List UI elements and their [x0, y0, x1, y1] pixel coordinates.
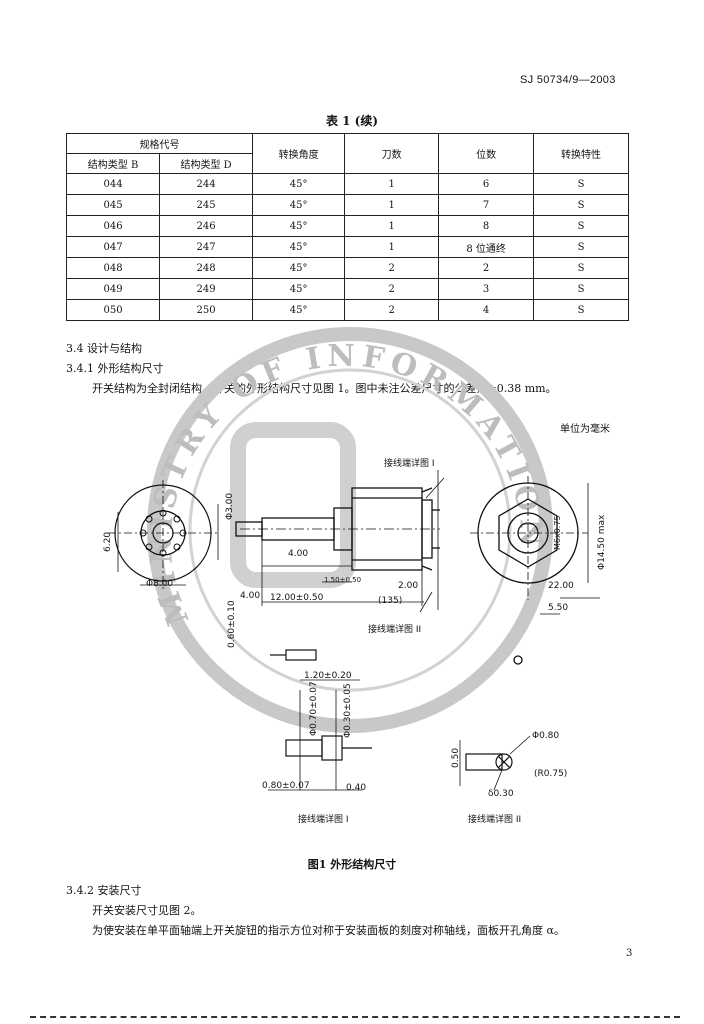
paragraph-3-4-2-b: 为使安装在单平面轴端上开关旋钮的指示方位对称于安装面板的刻度对称轴线，面板开孔角… — [92, 924, 565, 937]
figure-caption: 图1 外形结构尺寸 — [307, 858, 397, 871]
dim-1-50: 1.50±0.50 — [324, 576, 361, 584]
dim-4-00-b: 4.00 — [240, 591, 260, 601]
dim-phi-8: Φ8.00 — [146, 579, 173, 589]
stamp-text: MINISTRY OF INFORMATION INDUSTRY — [0, 0, 542, 630]
label-detail-1-bottom: 接线端详图 I — [298, 813, 349, 825]
table-cell: S — [533, 299, 629, 321]
label-detail-1-top: 接线端详图 I — [384, 457, 435, 469]
section-heading-3-4: 3.4 设计与结构 — [66, 342, 142, 355]
section-heading-3-4-2: 3.4.2 安装尺寸 — [66, 884, 142, 897]
dim-0-50: 0.50 — [451, 748, 461, 768]
dim-phi-14-50: Φ14.50 max — [597, 514, 607, 570]
dim-shaft-diameter: Φ3.00 — [225, 493, 235, 520]
table-cell: 45° — [252, 299, 346, 321]
dim-0-80: 0.80±0.07 — [262, 781, 310, 791]
dim-5-50: 5.50 — [548, 603, 568, 613]
col-header: 转换特性 — [533, 133, 629, 174]
side-view — [217, 470, 445, 613]
scan-edge-line — [30, 1016, 680, 1019]
paragraph-3-4-2-a: 开关安装尺寸见图 2。 — [92, 904, 202, 917]
dim-0-40: 0.40 — [346, 783, 366, 793]
dim-0-60: 0.60±0.10 — [227, 600, 237, 648]
section-heading-3-4-1: 3.4.1 外形结构尺寸 — [66, 362, 164, 375]
label-detail-2-bottom: 接线端详图 II — [468, 813, 521, 825]
dim-135: (135) — [378, 596, 402, 606]
svg-text:MINISTRY OF INFORMATION INDUST: MINISTRY OF INFORMATION INDUSTRY — [0, 0, 548, 630]
dim-phi-0-70: Φ0.70±0.07 — [309, 681, 319, 736]
document-number: SJ 50734/9—2003 — [520, 74, 616, 86]
table-cell: 2 — [344, 299, 440, 321]
dim-22-00: 22.00 — [548, 581, 574, 591]
dim-2-00: 2.00 — [398, 581, 418, 591]
dim-r-0-75: (R0.75) — [534, 769, 567, 779]
page-number: 3 — [626, 948, 633, 959]
dim-delta-0-30: δ0.30 — [488, 789, 514, 799]
dim-12-00: 12.00±0.50 — [270, 593, 324, 603]
left-end-view — [108, 480, 220, 590]
dim-1-20: 1.20±0.20 — [304, 671, 352, 681]
terminal-detail-1 — [268, 649, 372, 791]
col-header: 刀数 — [344, 133, 440, 174]
dim-phi-0-80: Φ0.80 — [532, 731, 559, 741]
dim-4-00-a: 4.00 — [288, 549, 308, 559]
unit-note: 单位为毫米 — [560, 424, 610, 435]
label-detail-2-mid: 接线端详图 II — [368, 623, 421, 635]
col-header: 转换角度 — [252, 133, 346, 174]
dim-phi-0-30: Φ0.30±0.05 — [343, 683, 353, 738]
table-cell: 2 — [344, 278, 440, 300]
official-stamp: MINISTRY OF INFORMATION INDUSTRY — [0, 0, 553, 733]
terminal-detail-2 — [459, 735, 531, 791]
dim-6-20: 6.20 — [103, 532, 113, 552]
right-end-view — [470, 476, 600, 665]
table-caption: 表 1 (续) — [325, 114, 379, 128]
table-header-row: 规格代号 转换角度 刀数 位数 转换特性 — [65, 133, 629, 174]
dim-thread: M6x0.75 — [553, 515, 562, 550]
